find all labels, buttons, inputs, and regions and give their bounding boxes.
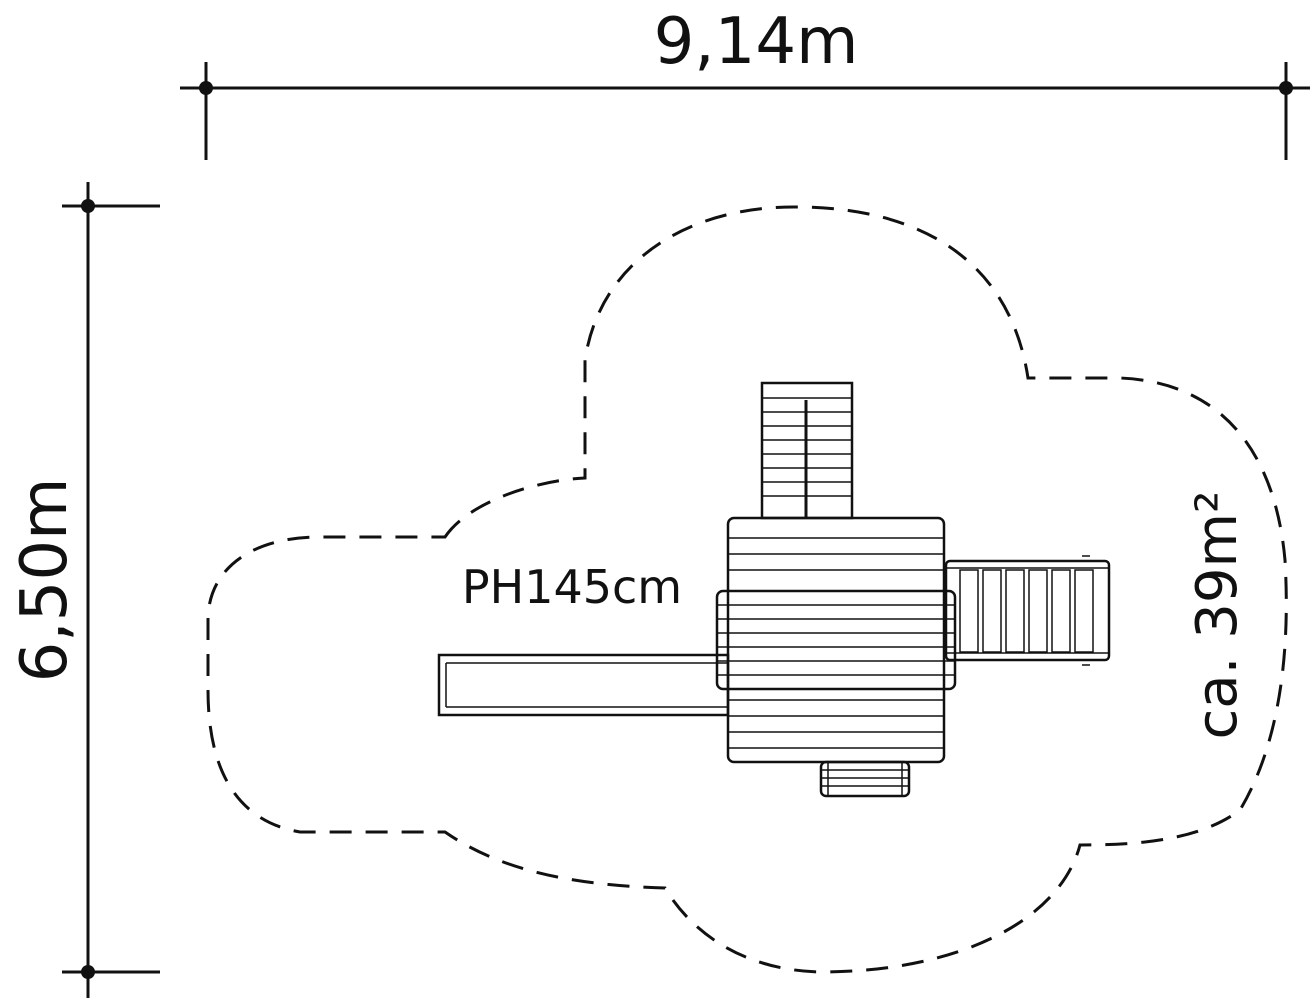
width-label: 9,14m	[654, 5, 859, 79]
height-dimension	[62, 182, 160, 998]
tower-platform	[726, 516, 946, 764]
width-dimension	[180, 62, 1310, 160]
tower-roof	[715, 589, 957, 691]
bottom-steps	[819, 760, 911, 798]
top-ladder	[760, 381, 854, 520]
safety-zone-outline	[206, 205, 1288, 974]
slide	[437, 653, 730, 717]
area-label: ca. 39m²	[1185, 491, 1250, 740]
platform-height-label: PH145cm	[462, 560, 682, 614]
right-ladder	[944, 555, 1111, 666]
height-label: 6,50m	[8, 478, 82, 683]
